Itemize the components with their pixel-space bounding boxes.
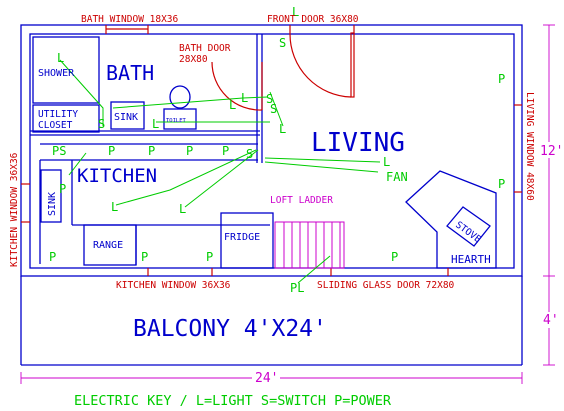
light-symbol: L [57, 51, 64, 65]
power-switch-symbol: PS [52, 144, 66, 158]
inner-wall [29, 33, 515, 269]
power-symbol: P [49, 250, 56, 264]
room-labels: SHOWER BATH UTILITY CLOSET SINK TOILET L… [38, 61, 491, 342]
power-symbol: P [222, 144, 229, 158]
bath-sink [110, 101, 145, 130]
range-label: RANGE [93, 240, 123, 251]
balcony-depth-dimension: 4' [543, 313, 559, 328]
front-door-label: FRONT DOOR 36X80 [267, 14, 359, 25]
power-symbol: P [148, 144, 155, 158]
bath-label: BATH [106, 61, 154, 85]
outer-wall [20, 24, 523, 277]
walls [20, 24, 523, 366]
bath-door-label: BATH DOOR [179, 43, 231, 54]
living-window-label: LIVING WINDOW 48X60 [524, 92, 535, 201]
kitchen-sink [40, 169, 62, 223]
power-symbol: P [141, 250, 148, 264]
power-symbol: P [206, 250, 213, 264]
switch-symbol: S [246, 147, 253, 161]
bath-window-label: BATH WINDOW 18X36 [81, 14, 179, 25]
utility-label: UTILITY [38, 109, 78, 120]
toilet-tank [163, 108, 197, 130]
wiring [59, 59, 381, 284]
fridge [220, 212, 274, 269]
opening-labels: BATH WINDOW 18X36 FRONT DOOR 36X80 BATH … [9, 14, 535, 291]
light-symbol: L [279, 122, 286, 136]
switch-symbol: S [279, 36, 286, 50]
kitchen-window-bottom-label: KITCHEN WINDOW 36X36 [116, 280, 231, 291]
bath-sink-label: SINK [114, 112, 138, 123]
loft-ladder [274, 221, 345, 269]
light-symbol: L [229, 98, 236, 112]
depth-dimension: 12' [540, 144, 563, 159]
light-symbol: L [111, 200, 118, 214]
power-symbol: P [498, 72, 505, 86]
switch-symbol: S [266, 92, 273, 106]
shower-enclosure [32, 36, 100, 104]
toilet-label: TOILET [166, 118, 187, 124]
light-symbol: L [241, 91, 248, 105]
hearth-wall [405, 170, 497, 269]
toilet-bowl [169, 85, 191, 109]
doors [21, 25, 522, 276]
power-symbol: P [498, 177, 505, 191]
living-label: LIVING [311, 128, 405, 158]
power-light-symbol: PL [290, 281, 304, 295]
dimension-labels: 24' 12' 4' [252, 142, 563, 386]
front-door-swing [289, 33, 352, 98]
bath-door-label: 28X80 [179, 54, 208, 65]
light-symbol: L [383, 155, 390, 169]
switch-symbol: S [98, 117, 105, 131]
width-dimension: 24' [255, 371, 278, 386]
switch-symbol: S [270, 102, 277, 116]
shower-label: SHOWER [38, 68, 75, 79]
balcony-label: BALCONY 4'X24' [133, 316, 327, 342]
electric-symbols: S L L S L L L S S L PS P P P P S L P P L… [49, 5, 505, 295]
front-door-leaf [350, 32, 355, 98]
closet-label: CLOSET [38, 120, 73, 131]
electric-key-legend: ELECTRIC KEY / L=LIGHT S=SWITCH P=POWER [74, 393, 392, 409]
kitchen-label: KITCHEN [77, 165, 157, 187]
kitchen-sink-label: SINK [47, 192, 58, 216]
loft-ladder-label: LOFT LADDER [270, 195, 333, 206]
fridge-label: FRIDGE [224, 232, 260, 243]
power-symbol: P [108, 144, 115, 158]
utility-closet [32, 104, 100, 133]
light-symbol: L [292, 5, 299, 19]
hearth-label: HEARTH [451, 253, 491, 266]
fan-label: FAN [386, 170, 408, 184]
kitchen-window-left-label: KITCHEN WINDOW 36X36 [9, 152, 20, 267]
stove-box [446, 206, 491, 247]
bath-door-swing [211, 61, 263, 111]
light-symbol: L [179, 202, 186, 216]
power-symbol: P [186, 144, 193, 158]
power-symbol: P [59, 182, 66, 196]
sliding-door-label: SLIDING GLASS DOOR 72X80 [317, 280, 455, 291]
power-symbol: P [391, 250, 398, 264]
light-symbol: L [152, 117, 159, 131]
